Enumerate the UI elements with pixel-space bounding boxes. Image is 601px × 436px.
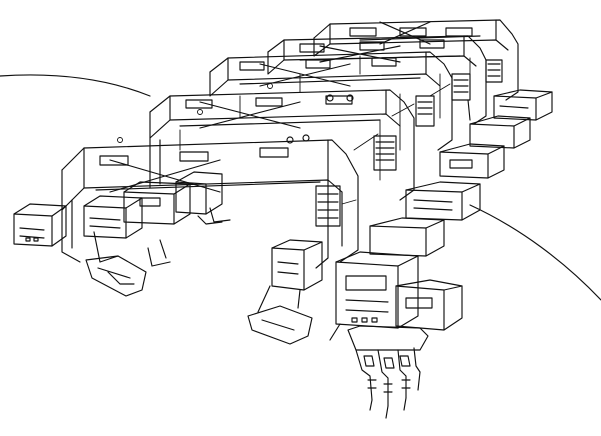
- arch-module-front: [61, 139, 359, 269]
- arch-module-3: [209, 51, 453, 151]
- structural-details: [117, 55, 471, 205]
- planet-horizon-right: [469, 204, 601, 301]
- arch-module-back: [313, 19, 519, 101]
- left-cargo-pods: [13, 171, 231, 297]
- central-hub: [247, 239, 463, 345]
- right-spine-modules: [369, 89, 553, 257]
- antenna-cluster: [347, 325, 429, 419]
- arch-module-2: [149, 89, 415, 201]
- planet-horizon: [0, 74, 151, 97]
